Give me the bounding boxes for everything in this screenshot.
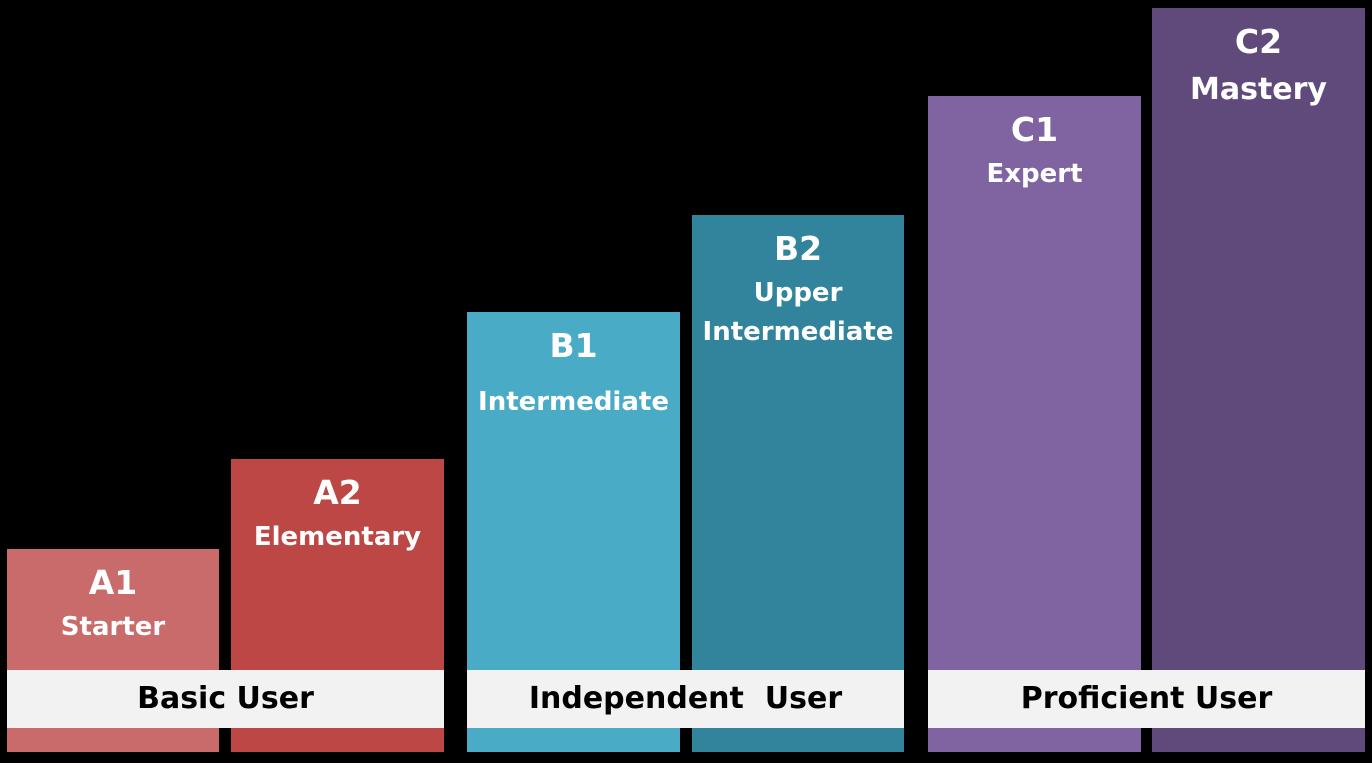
group-band-independent-user: Independent User	[467, 670, 904, 728]
level-code-b1: B1	[549, 326, 598, 365]
level-code-b2: B2	[773, 229, 823, 268]
group-band-proficient-user: Proficient User	[928, 670, 1365, 728]
level-code-a2: A2	[313, 473, 362, 512]
level-bar-b2: B2 Upper Intermediate	[692, 215, 904, 752]
level-name-b2-line2: Intermediate	[702, 317, 894, 347]
level-code-c2: C2	[1234, 22, 1283, 61]
level-name-a1: Starter	[60, 612, 166, 642]
level-name-b1: Intermediate	[478, 387, 669, 417]
level-code-a1: A1	[88, 563, 138, 602]
level-bar-c1: C1 Expert	[928, 96, 1141, 752]
level-name-a2: Elementary	[253, 522, 422, 552]
level-name-c2: Mastery	[1190, 72, 1327, 107]
level-name-c1: Expert	[986, 159, 1083, 189]
level-name-b2-line1: Upper	[753, 278, 843, 308]
level-bar-c2: C2 Mastery	[1152, 8, 1365, 752]
level-code-c1: C1	[1010, 110, 1059, 149]
group-band-basic-user: Basic User	[7, 670, 444, 728]
